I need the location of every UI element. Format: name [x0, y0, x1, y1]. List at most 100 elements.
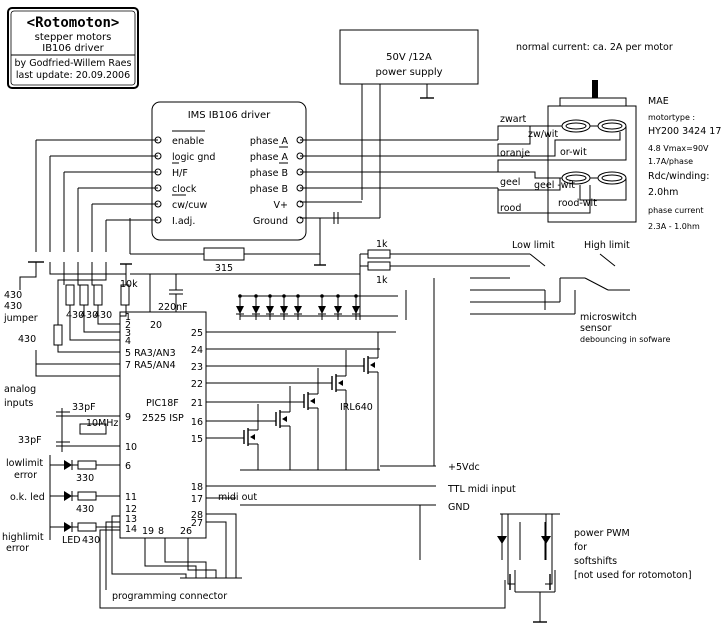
svg-text:8: 8	[158, 526, 164, 537]
wire-geel-wit: geel -wit	[534, 180, 575, 191]
mcu-left-pin: 11	[125, 492, 137, 503]
ims-right-pin-label: phase B	[250, 184, 288, 195]
label-ttl-midi: TTL midi input	[447, 484, 516, 495]
wire-rood: rood	[500, 203, 521, 214]
ims-left-pin-label: H/F	[172, 168, 188, 179]
svg-text:430: 430	[82, 535, 100, 546]
motor-brand: MAE	[648, 96, 669, 107]
wire-oranje: oranje	[500, 148, 530, 159]
svg-text:19: 19	[142, 526, 154, 537]
motor-type: HY200 3424 170	[648, 126, 721, 137]
title-text: <Rotomoton>	[27, 15, 120, 31]
mcu-right-pin: 23	[191, 362, 203, 373]
ims-right-pin-label: Ground	[253, 216, 288, 227]
mcu-left-pin: 7 RA5/AN4	[125, 360, 176, 371]
power-supply-box: 50V /12A power supply	[339, 29, 479, 210]
label-jumper: jumper	[3, 313, 38, 324]
label-33pF-a: 33pF	[72, 402, 96, 413]
ims-right-pin-label: phase A	[250, 136, 289, 147]
label-error-1: error	[14, 470, 37, 481]
title-line-2: IB106 driver	[42, 43, 104, 54]
mcu-right-pin: 28	[191, 510, 203, 521]
mcu-right-pin: 24	[191, 345, 203, 356]
mcu-right-pin: 27	[191, 518, 203, 529]
svg-text:430: 430	[94, 310, 112, 321]
motor-type-label: motortype :	[648, 113, 695, 122]
label-led: LED	[62, 535, 81, 546]
label-430-b: 430	[4, 301, 22, 312]
label-high-limit: High limit	[584, 240, 630, 251]
wire-or-wit: or-wit	[560, 147, 587, 158]
title-box: <Rotomoton> stepper motors IB106 driver …	[7, 7, 139, 89]
mcu-line-1: PIC18F	[146, 398, 179, 409]
label-33pF-b: 33pF	[18, 435, 42, 446]
label-programming-connector: programming connector	[112, 591, 227, 602]
svg-text:220nF: 220nF	[158, 302, 188, 313]
mcu-left-pin: 6	[125, 461, 131, 472]
crystal-label: 10MHz	[86, 418, 118, 429]
resistor-10k-label: 10k	[120, 279, 138, 290]
mcu-left-pin: 12	[125, 504, 137, 515]
label-5v: +5Vdc	[448, 462, 480, 473]
ims-left-pin-label: clock	[172, 184, 197, 195]
ims-left-pin-label: logic gnd	[172, 152, 215, 163]
label-analog: analog	[4, 384, 36, 395]
mcu-left-pin: 4	[125, 336, 131, 347]
mcu-right-pin: 21	[191, 398, 203, 409]
label-inputs: inputs	[4, 398, 33, 409]
ims-right-pin-label: V+	[274, 200, 288, 211]
label-low-limit: Low limit	[512, 240, 555, 251]
crystal-10MHz: 10MHz 33pF	[56, 402, 120, 452]
wire-zwart: zwart	[500, 114, 526, 125]
mosfet-array	[206, 331, 396, 470]
mcu-right-pin: 25	[191, 328, 203, 339]
resistors-1k: 1k 1k	[359, 239, 470, 320]
svg-text:1k: 1k	[376, 275, 388, 286]
power-supply-line-1: 50V /12A	[386, 52, 432, 63]
capacitor-220nF: 220nF	[158, 274, 188, 313]
ims-right-pin-label: phase A	[250, 152, 289, 163]
mcu-left-pin: 2	[125, 320, 131, 331]
mcu-pin-20: 20	[150, 320, 162, 331]
svg-text:26: 26	[180, 526, 192, 537]
title-line-1: stepper motors	[35, 32, 112, 43]
motor-current: 1.7A/phase	[648, 157, 693, 166]
mcu-right-pin: 22	[191, 379, 203, 390]
mcu-left-pin: 3	[125, 328, 131, 339]
led-lowlimit-error: 330	[50, 460, 120, 484]
motor-specs: 4.8 Vmax=90V	[648, 144, 709, 153]
flyback-diodes	[236, 294, 360, 320]
mcu-right-pin: 17	[191, 494, 203, 505]
label-midi-out: midi out	[218, 492, 257, 503]
label-error-2: error	[6, 543, 29, 554]
svg-text:430: 430	[76, 504, 94, 515]
limit-switches	[470, 253, 630, 315]
mcu-left-pin: 14	[125, 524, 137, 535]
ims-left-pin-label: enable	[172, 136, 204, 147]
led-ok: 430	[50, 491, 120, 515]
svg-text:315: 315	[215, 263, 233, 274]
label-sensor: sensor	[580, 323, 612, 334]
ims-title: IMS IB106 driver	[188, 110, 271, 121]
label-power-pwm: power PWM	[574, 528, 630, 539]
wire-rood-wit: rood-wit	[558, 198, 597, 209]
mcu-left-pin: 9	[125, 412, 131, 423]
mcu-right-pin: 15	[191, 434, 203, 445]
mcu-left-pin: 10	[125, 442, 137, 453]
motor-phase-current: 2.3A - 1.0hm	[648, 222, 700, 231]
svg-text:430: 430	[80, 310, 98, 321]
wire-zw-wit: zw/wit	[528, 129, 558, 140]
mcu-left-pin: 1	[125, 312, 131, 323]
label-430-a: 430	[4, 290, 22, 301]
power-supply-line-2: power supply	[375, 67, 442, 78]
resistor-315: 315	[129, 218, 320, 274]
label-lowlimit: lowlimit	[6, 458, 43, 469]
mcu-line-2: 2525 ISP	[142, 413, 184, 424]
svg-text:330: 330	[76, 473, 94, 484]
motor-phase-current-label: phase current	[648, 206, 704, 215]
svg-text:1k: 1k	[376, 239, 388, 250]
label-microswitch: microswitch	[580, 312, 637, 323]
